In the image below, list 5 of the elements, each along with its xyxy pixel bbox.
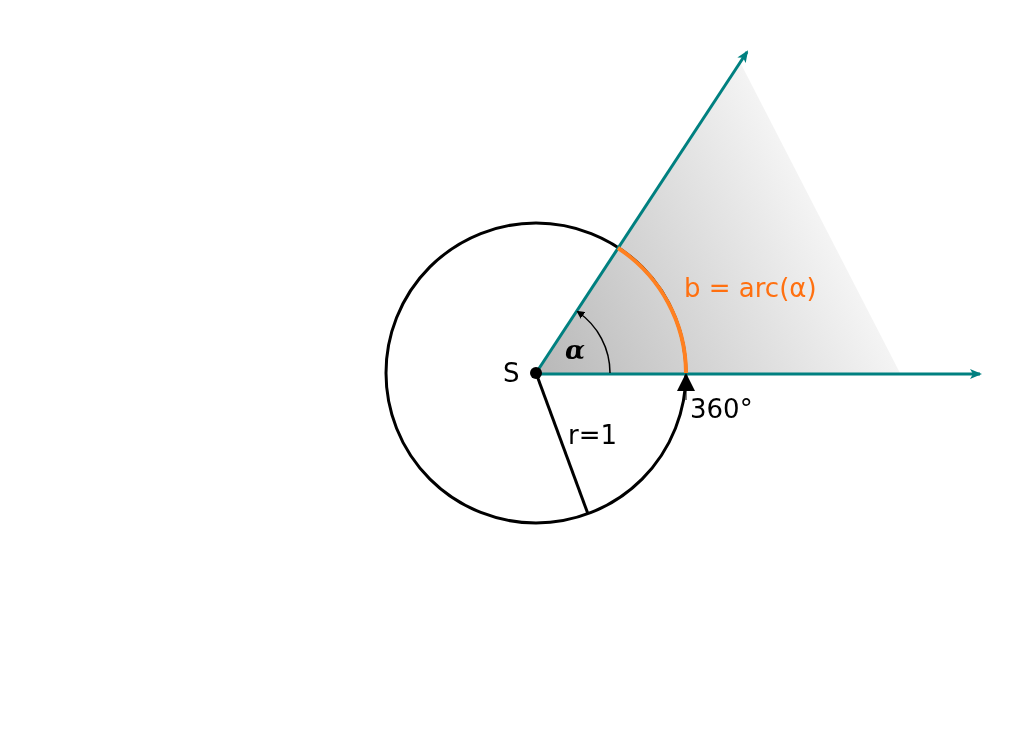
- point-label: S: [503, 358, 520, 388]
- degree-label: 360°: [690, 394, 753, 424]
- angle-label: α: [565, 335, 585, 365]
- radius-label: r=1: [568, 420, 618, 450]
- arc-formula: b = arc(α): [684, 273, 817, 303]
